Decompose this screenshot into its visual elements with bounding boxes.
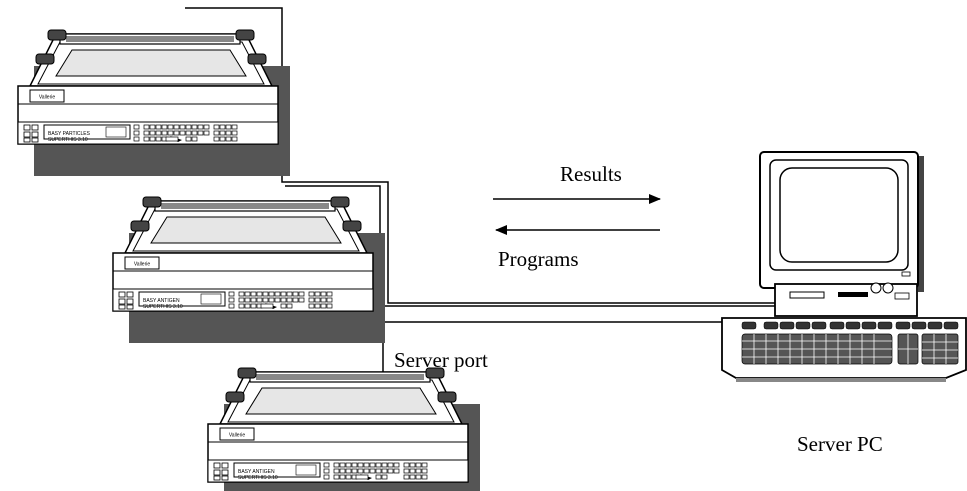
wire-instrument-1: [185, 7, 775, 304]
instrument-2-display-line-2: SUPERTHIS 3.10: [143, 304, 183, 310]
instrument-1-display-line-1: BASY PARTICLES: [48, 131, 91, 137]
monitor-screen: [779, 167, 899, 263]
server-pc-label: Server PC: [797, 432, 883, 456]
system-unit: [774, 283, 918, 317]
analyzer-instrument-1: [17, 29, 291, 177]
instrument-2-display-line-1: BASY ANTIGEN: [143, 298, 180, 304]
analyzer-instrument-2: [112, 196, 386, 344]
server-port-label: Server port: [394, 348, 488, 372]
instrument-1-display-line-2: SUPERTHIS 3.10: [48, 137, 88, 143]
server-pc: [721, 151, 967, 382]
programs-label: Programs: [498, 247, 579, 271]
results-label: Results: [560, 162, 622, 186]
instrument-3-display-line-2: SUPERTHIS 3.10: [238, 475, 278, 481]
instrument-3-display-line-1: BASY ANTIGEN: [238, 469, 275, 475]
